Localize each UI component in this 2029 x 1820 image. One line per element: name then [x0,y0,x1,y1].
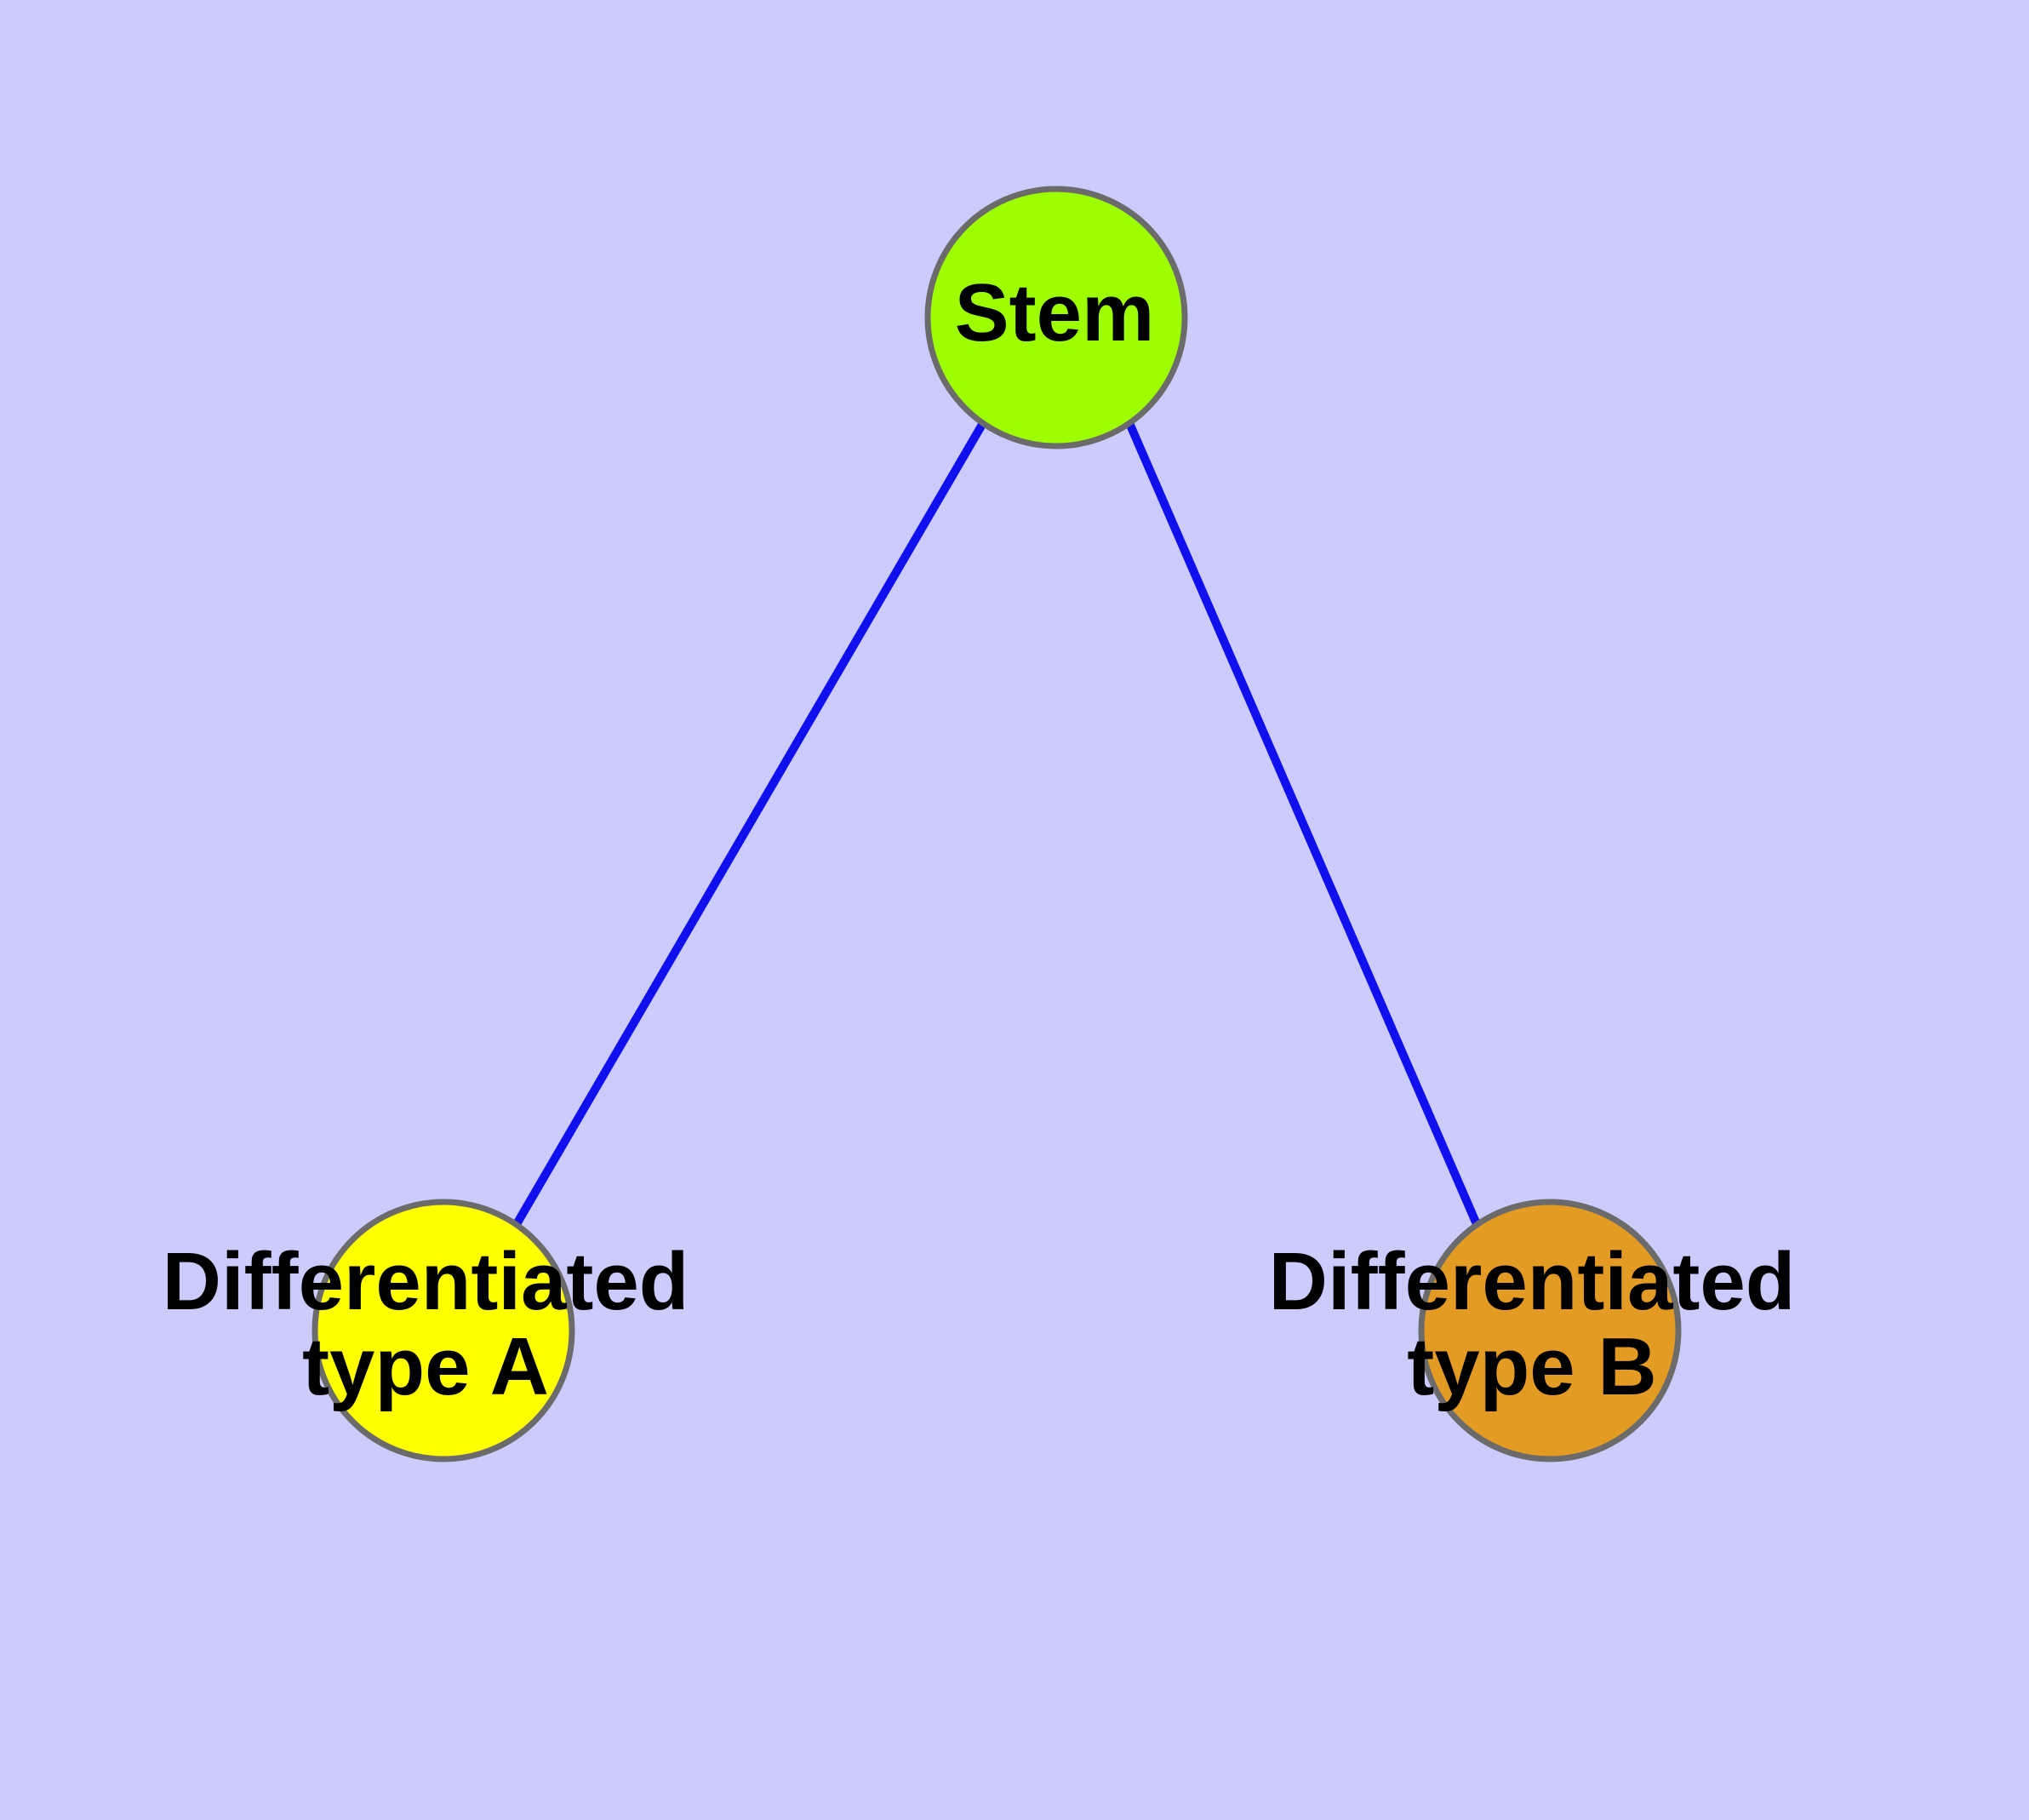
node-label-line: Differentiated [163,1236,689,1327]
node-label-stem: Stem [955,267,1155,358]
edges-group [512,421,1481,1227]
node-label-line: Stem [955,267,1155,358]
node-circle-diff-b[interactable] [1418,1199,1682,1462]
node-label-line: type B [1407,1321,1656,1412]
node-label-line: type A [302,1321,549,1412]
node-circle-stem[interactable] [924,186,1188,449]
edge-stem-to-diff-a [512,421,987,1227]
edge-stem-to-diff-b [1125,421,1481,1226]
nodes-group [311,186,1682,1462]
node-circle-diff-a[interactable] [311,1199,575,1462]
node-label-line: Differentiated [1269,1236,1796,1327]
